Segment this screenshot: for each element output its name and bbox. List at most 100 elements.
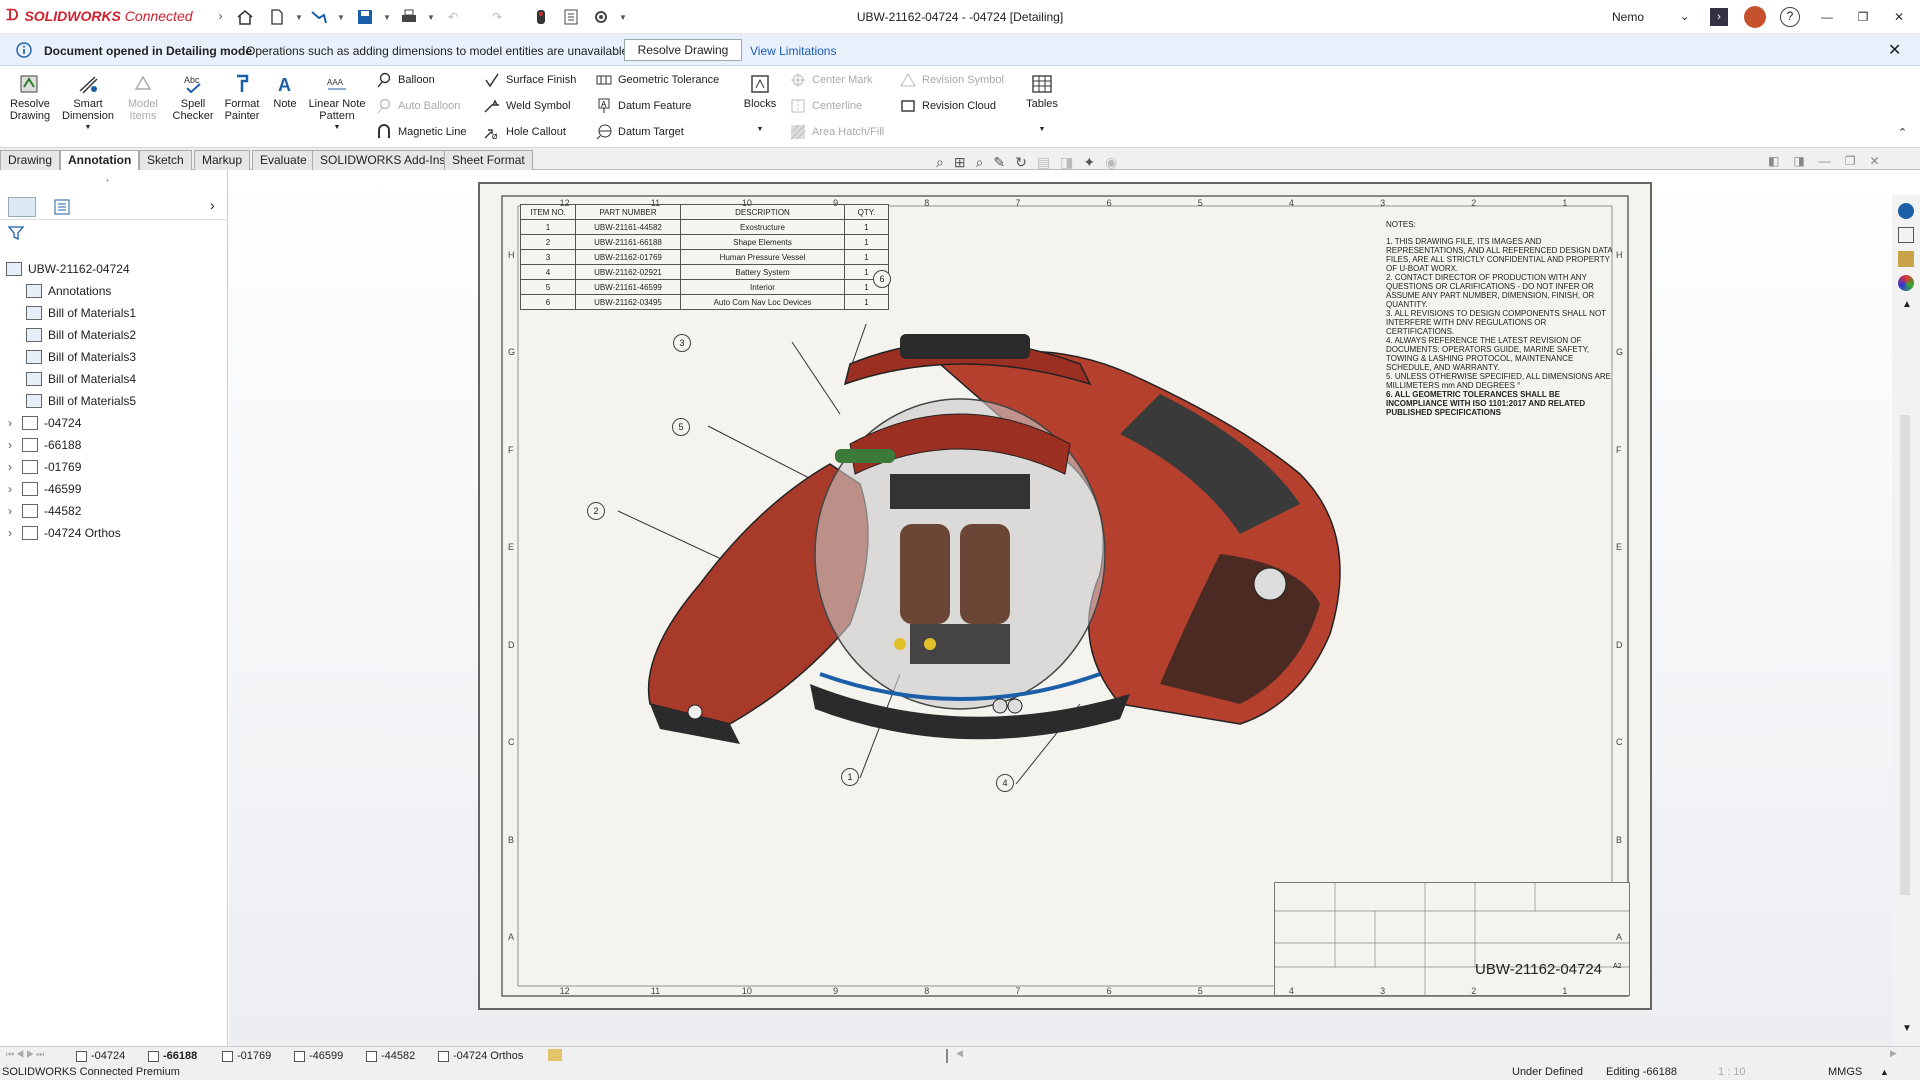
centerline-tool[interactable]: Centerline [790, 96, 884, 116]
split-view-left-icon[interactable]: ◧ [1768, 154, 1780, 168]
render-tools-icon[interactable]: ◉ [1105, 154, 1118, 170]
tree-root[interactable]: UBW-21162-04724 [6, 258, 130, 280]
part-balloon[interactable]: 2 [587, 502, 605, 520]
open-dropdown-icon[interactable]: ▼ [337, 12, 345, 22]
tree-item-bom[interactable]: Bill of Materials4 [26, 368, 136, 390]
brand-menu-arrow-icon[interactable]: › [218, 8, 223, 23]
note-tool[interactable]: A Note [268, 72, 302, 110]
tree-item-sheet[interactable]: ›-01769 [8, 456, 81, 478]
tree-item-bom[interactable]: Bill of Materials1 [26, 302, 136, 324]
command-prompt-icon[interactable]: › [1710, 8, 1728, 26]
tree-item-sheet[interactable]: ›-44582 [8, 500, 81, 522]
tab-solidworks-add-ins[interactable]: SOLIDWORKS Add-Ins [312, 150, 454, 170]
hide-show-icon[interactable]: ◨ [1060, 154, 1074, 170]
design-library-icon[interactable] [1898, 227, 1914, 243]
restore-icon[interactable]: ❐ [1857, 10, 1869, 24]
close-icon[interactable]: ✕ [1893, 10, 1905, 24]
part-balloon[interactable]: 6 [873, 270, 891, 288]
expand-arrow-icon[interactable]: › [8, 482, 12, 496]
previous-view-icon[interactable]: ▤ [1036, 154, 1051, 170]
help-icon[interactable]: ? [1780, 7, 1800, 27]
app-brand[interactable]: ᗪ SOLIDWORKS Connected › [6, 7, 223, 24]
new-dropdown-icon[interactable]: ▼ [295, 12, 303, 22]
tree-item-bom[interactable]: Bill of Materials2 [26, 324, 136, 346]
sheet-tab[interactable]: -46599 [294, 1048, 343, 1064]
revision-symbol-tool[interactable]: Revision Symbol [900, 70, 1004, 90]
property-manager-tab-icon[interactable] [48, 197, 76, 217]
datum-target-tool[interactable]: Datum Target [596, 122, 719, 142]
resolve-drawing-button[interactable]: Resolve Drawing [624, 39, 742, 61]
file-explorer-icon[interactable] [1898, 251, 1914, 267]
submersible-drawing-view[interactable] [600, 324, 1480, 884]
print-dropdown-icon[interactable]: ▼ [427, 12, 435, 22]
zoom-to-fit-icon[interactable]: ⌕ [936, 154, 944, 170]
sheet-tab[interactable]: -44582 [366, 1048, 415, 1064]
part-balloon[interactable]: 5 [672, 418, 690, 436]
sketch-tool-icon[interactable]: ✎ [993, 154, 1006, 170]
expand-arrow-icon[interactable]: › [8, 416, 12, 430]
tree-item-sheet[interactable]: ›-46599 [8, 478, 81, 500]
weld-symbol-tool[interactable]: Weld Symbol [484, 96, 576, 116]
zoom-area-icon[interactable]: ⊞ [953, 154, 966, 170]
collapse-ribbon-icon[interactable]: ⌃ [1898, 127, 1908, 139]
vertical-scrollbar[interactable] [1900, 415, 1910, 895]
minimize-icon[interactable]: — [1821, 10, 1833, 24]
tab-drawing[interactable]: Drawing [0, 150, 61, 170]
save-dropdown-icon[interactable]: ▼ [383, 12, 391, 22]
center-mark-tool[interactable]: Center Mark [790, 70, 884, 90]
open-icon[interactable] [308, 7, 330, 27]
avatar[interactable] [1744, 6, 1766, 28]
unit-menu-icon[interactable]: ▲ [1880, 1067, 1889, 1077]
sheet-scale[interactable]: 1 : 10 [1718, 1066, 1746, 1078]
tree-item-sheet[interactable]: ›-66188 [8, 434, 81, 456]
tables-dropdown-icon[interactable]: ▼ [1038, 126, 1046, 133]
expand-arrow-icon[interactable]: › [8, 526, 12, 540]
hscroll-left-icon[interactable]: ◀ [956, 1048, 963, 1058]
blocks-tool[interactable]: Blocks ▼ [740, 72, 780, 136]
tree-item-sheet[interactable]: ›-04724 [8, 412, 81, 434]
sheet-nav-arrows-icon[interactable]: ⏮◀▶⏭ [6, 1049, 47, 1059]
scroll-up-icon[interactable]: ▲ [1902, 299, 1912, 310]
print-icon[interactable] [398, 7, 420, 27]
revision-cloud-tool[interactable]: Revision Cloud [900, 96, 1004, 116]
view-settings-icon[interactable]: ✦ [1083, 154, 1096, 170]
view-limitations-link[interactable]: View Limitations [750, 44, 837, 58]
geometric-tolerance-tool[interactable]: Geometric Tolerance [596, 70, 719, 90]
tab-sheet-format[interactable]: Sheet Format [444, 150, 533, 170]
sheet-tab[interactable]: -04724 [76, 1048, 125, 1064]
part-balloon[interactable]: 3 [673, 334, 691, 352]
tree-item-sheet[interactable]: ›-04724 Orthos [8, 522, 121, 544]
new-document-icon[interactable] [266, 7, 288, 27]
part-balloon[interactable]: 4 [996, 774, 1014, 792]
surface-finish-tool[interactable]: Surface Finish [484, 70, 576, 90]
appearances-icon[interactable] [1898, 275, 1914, 291]
add-sheet-icon[interactable] [548, 1049, 562, 1061]
user-name[interactable]: Nemo [1612, 10, 1645, 24]
user-menu-chevron-down-icon[interactable]: ⌄ [1680, 11, 1690, 23]
tab-splitter[interactable] [946, 1049, 948, 1063]
rotate-icon[interactable]: ↻ [1015, 154, 1027, 170]
split-view-right-icon[interactable]: ◨ [1793, 154, 1805, 168]
scroll-down-icon[interactable]: ▼ [1902, 1023, 1912, 1034]
redo-icon[interactable]: ↷ [491, 10, 503, 24]
magnetic-line-tool[interactable]: Magnetic Line [376, 122, 467, 142]
expand-arrow-icon[interactable]: › [8, 504, 12, 518]
traffic-light-icon[interactable] [530, 7, 552, 27]
note-pattern-dropdown-icon[interactable]: ▼ [333, 124, 341, 131]
expand-arrow-icon[interactable]: › [8, 460, 12, 474]
auto-balloon-tool[interactable]: Auto Balloon [376, 96, 467, 116]
expand-arrow-icon[interactable]: › [8, 438, 12, 452]
hscroll-right-icon[interactable]: ▶ [1890, 1048, 1897, 1058]
options-dropdown-icon[interactable]: ▼ [619, 12, 627, 22]
doc-restore-icon[interactable]: ❐ [1844, 154, 1856, 168]
